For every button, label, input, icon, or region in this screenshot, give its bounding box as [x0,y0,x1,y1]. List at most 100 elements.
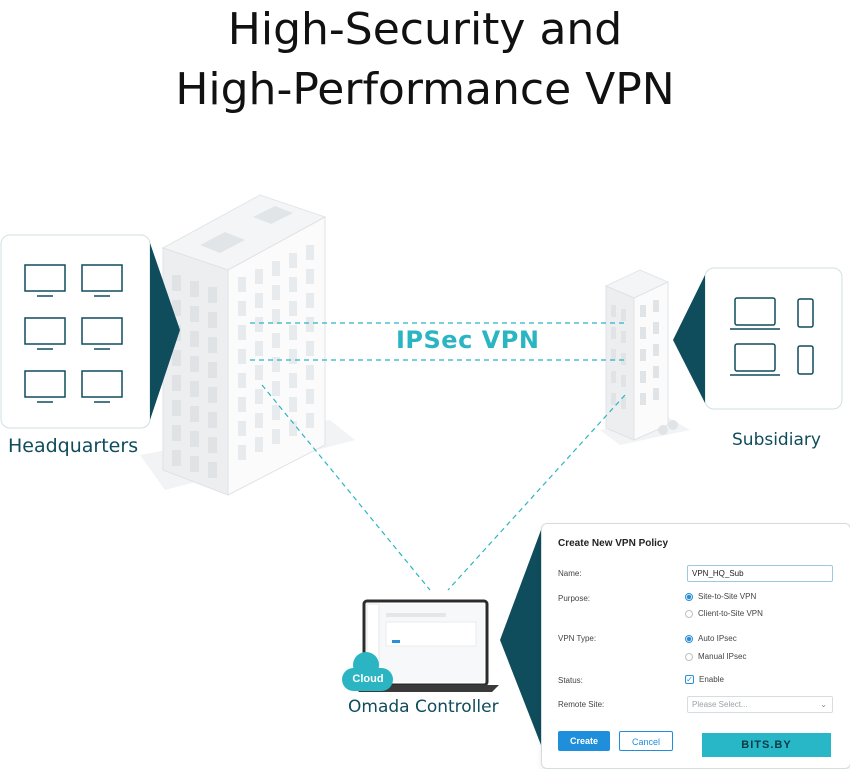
omada-controller-label: Omada Controller [348,697,499,717]
window [272,429,280,444]
window [190,356,199,372]
window [653,344,659,356]
window [306,245,314,260]
title-line-1: High-Security and [227,4,623,55]
window [289,397,297,412]
status-label: Status: [558,676,583,685]
window [208,387,217,403]
window [238,325,246,340]
radio-selected-icon [685,592,693,601]
window [190,306,199,322]
window [289,349,297,364]
subsidiary-building-icon [604,269,678,441]
headquarters-label: Headquarters [8,435,139,457]
window [238,277,246,292]
purpose-option-client-to-site[interactable]: Client-to-Site VPN [685,609,763,618]
status-enable-checkbox[interactable]: ✓ Enable [685,675,724,684]
dialog-pointer [500,530,541,745]
window [272,381,280,396]
window [611,371,616,383]
window [621,309,626,321]
window [208,362,217,378]
hq-building-icon [161,194,327,496]
create-button[interactable]: Create [558,731,610,751]
window [289,301,297,316]
monitor-icon [81,370,123,398]
window [208,412,217,428]
window [611,349,616,361]
remote-site-label: Remote Site: [558,700,605,709]
window [621,331,626,343]
vpn-type-label: VPN Type: [558,634,597,643]
window [621,375,626,387]
window [640,371,646,383]
window [238,421,246,436]
window [238,397,246,412]
window [306,317,314,332]
window [306,341,314,356]
remote-site-select[interactable]: Please Select... ⌄ [687,696,833,713]
laptop-icon [352,599,499,692]
dialog-title: Create New VPN Policy [558,538,669,549]
window [289,373,297,388]
window [289,277,297,292]
vpn-tunnel [250,322,626,591]
window [208,287,217,303]
window [208,312,217,328]
window [255,389,263,404]
window [208,462,217,478]
window [306,293,314,308]
window [306,389,314,404]
cancel-button[interactable]: Cancel [619,731,673,751]
window [272,261,280,276]
window [208,337,217,353]
window [255,341,263,356]
window [272,309,280,324]
radio-icon [685,609,693,618]
window [289,253,297,268]
purpose-option-site-to-site[interactable]: Site-to-Site VPN [685,592,756,601]
subsidiary-devices-icon [730,297,814,376]
vpn-policy-dialog: Create New VPN Policy Name: VPN_HQ_Sub P… [541,523,850,769]
window [306,413,314,428]
window [255,437,263,452]
window [640,349,646,361]
monitor-icon [81,317,123,345]
window [238,349,246,364]
window [172,375,181,391]
vpn-type-option-auto[interactable]: Auto IPsec [685,634,737,643]
window [172,350,181,366]
window [238,373,246,388]
window [289,421,297,436]
window [611,327,616,339]
window [190,431,199,447]
window [272,405,280,420]
vpn-type-option-manual[interactable]: Manual IPsec [685,652,746,661]
window [190,331,199,347]
cloud-icon [342,652,393,691]
name-input[interactable]: VPN_HQ_Sub [687,565,833,582]
window [653,366,659,378]
checkmark-icon: ✓ [685,675,694,684]
watermark-logo: BITS.BY [702,733,831,757]
window [255,269,263,284]
window [255,317,263,332]
monitor-icons [24,264,123,403]
window [255,413,263,428]
radio-selected-icon [685,634,693,643]
subsidiary-label: Subsidiary [732,430,821,450]
window [653,300,659,312]
window [272,357,280,372]
window [653,322,659,334]
window [611,393,616,405]
window [306,269,314,284]
ipsec-vpn-label: IPSec VPN [396,326,540,354]
window [272,285,280,300]
window [172,450,181,466]
window [172,425,181,441]
window [190,281,199,297]
monitor-icon [24,317,66,345]
subsidiary-panel [673,267,843,410]
window [238,445,246,460]
